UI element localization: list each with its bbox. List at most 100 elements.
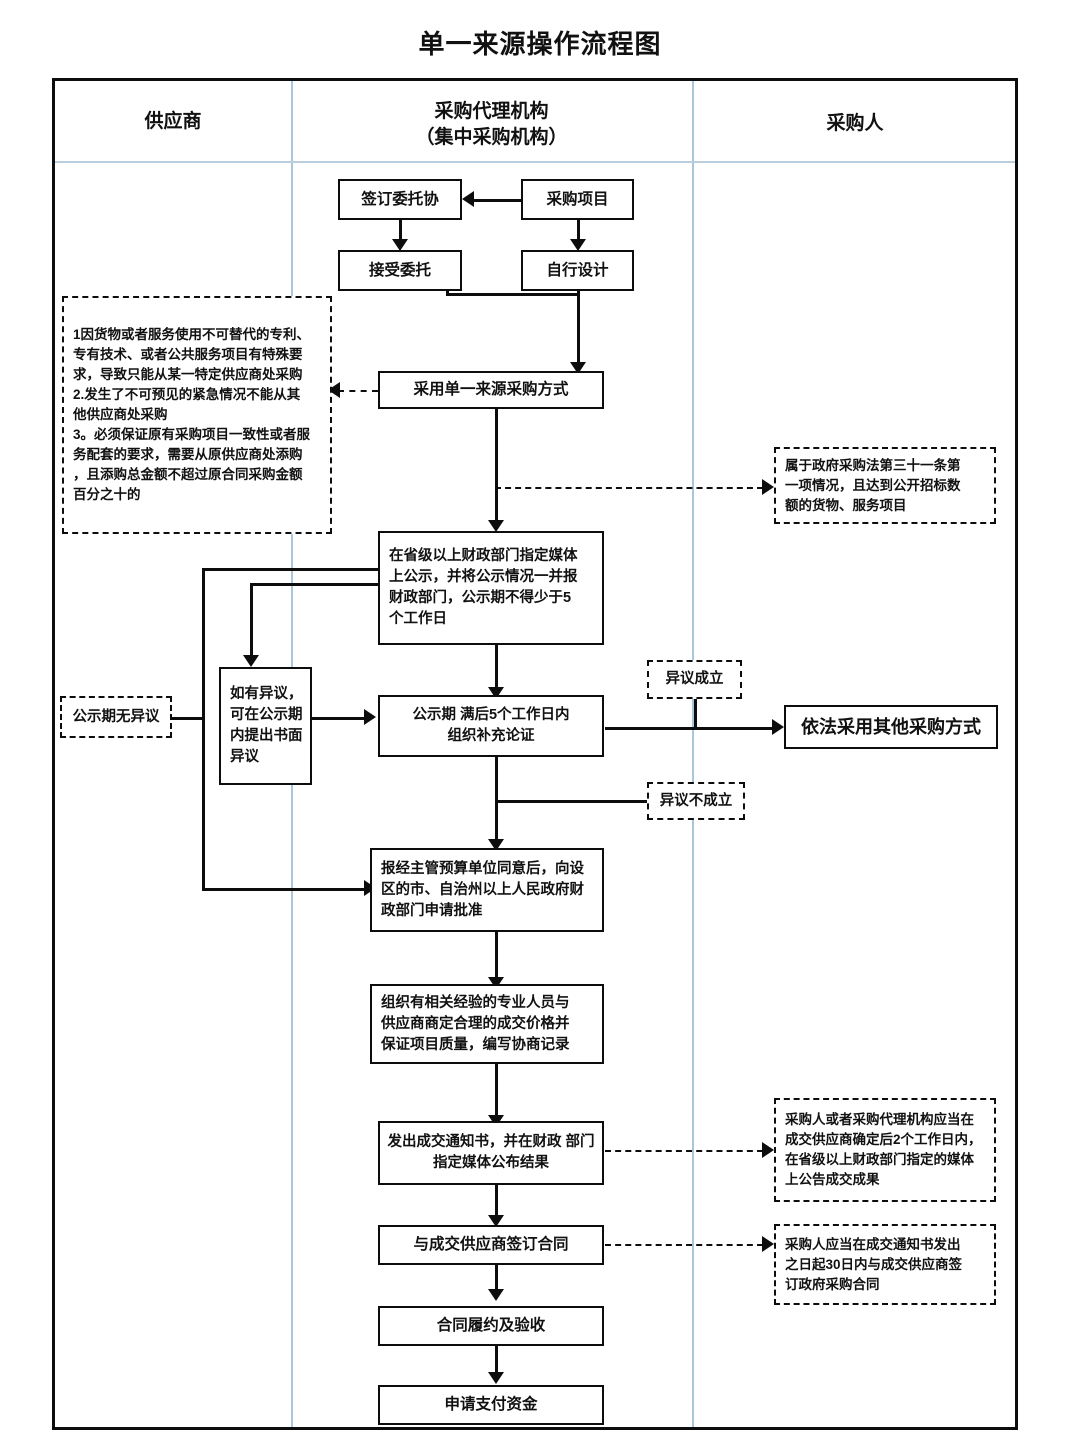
conn-publicity-loop-v (250, 583, 253, 661)
annotation-no-objection: 公示期无异议 (60, 696, 172, 738)
page-title: 单一来源操作流程图 (418, 29, 662, 59)
conn-left-trunk-top (202, 568, 378, 571)
conn-single-source-to-conditions (338, 390, 378, 392)
node-apply-approval[interactable]: 报经主管预算单位同意后，向设 区的市、自治州以上人民政府财 政部门申请批准 (370, 848, 604, 932)
arrowhead-to-other-method (772, 719, 784, 735)
node-supplement-demonstration[interactable]: 公示期 满后5个工作日内 组织补充论证 (378, 695, 604, 757)
arrowhead-contract-to-30days (762, 1236, 774, 1252)
conn-single-source-down (495, 407, 498, 526)
arrowhead-project-to-sign (462, 191, 474, 207)
lane-title-supplier: 供应商 (55, 109, 291, 135)
announce-line-2: 成交供应商确定后2个工作日内， (785, 1132, 982, 1147)
node-sign-contract[interactable]: 与成交供应商签订合同 (378, 1225, 604, 1265)
conn-left-trunk-bottom (202, 888, 366, 891)
annotation-conditions: 1因货物或者服务使用不可替代的专利、 专有技术、或者公共服务项目有特殊要 求，导… (62, 296, 332, 534)
objection-line-2: 可在公示期 (230, 707, 303, 723)
arrowhead-contract-down (488, 1289, 504, 1301)
annotation-law-article-31: 属于政府采购法第三十一条第 一项情况，且达到公开招标数 额的货物、服务项目 (774, 447, 996, 524)
objection-line-3: 内提出书面 (230, 728, 303, 744)
negotiate-line-3: 保证项目质量，编写协商记录 (381, 1036, 570, 1053)
node-objection-window[interactable]: 如有异议， 可在公示期 内提出书面 异议 (219, 667, 312, 785)
sign30-line-2: 之日起30日内与成交供应商签 (785, 1256, 963, 1272)
lane-label-purchaser: 采购人 (826, 113, 884, 134)
objection-line-1: 如有异议， (230, 686, 303, 702)
conn-supplement-to-other (605, 727, 777, 730)
annotation-announce-result: 采购人或者采购代理机构应当在 成交供应商确定后2个工作日内， 在省级以上财政部门… (774, 1098, 996, 1202)
node-issue-notice[interactable]: 发出成交通知书，并在财政 部门 指定媒体公布结果 (378, 1121, 604, 1185)
arrowhead-to-publicity (488, 520, 504, 532)
conditions-line-2: 专有技术、或者公共服务项目有特殊要 (73, 347, 303, 362)
arrowhead-sign-to-accept (392, 239, 408, 251)
lane-label-supplier: 供应商 (144, 111, 202, 132)
arrowhead-publicity-to-objection (243, 655, 259, 667)
arrowhead-notice-to-announce (762, 1142, 774, 1158)
conn-approval-down (495, 931, 498, 983)
node-apply-payment[interactable]: 申请支付资金 (378, 1385, 604, 1425)
conn-left-trunk (202, 568, 205, 890)
supplement-line-1: 公示期 满后5个工作日内 (412, 707, 570, 723)
conn-publicity-loop-h (250, 583, 378, 586)
conditions-line-4: 2.发生了不可预见的紧急情况不能从其 (73, 387, 301, 402)
conn-negotiate-down (495, 1063, 498, 1121)
publicity-line-3: 财政部门，公示期不得少于5 (389, 590, 572, 606)
arrowhead-project-to-design (570, 239, 586, 251)
negotiate-line-1: 组织有相关经验的专业人员与 (381, 994, 570, 1011)
conn-merge-horizontal (446, 293, 579, 296)
annotation-objection-invalid: 异议不成立 (647, 782, 745, 820)
law-article-line-3: 额的货物、服务项目 (785, 497, 907, 513)
node-sign-entrust[interactable]: 签订委托协 (338, 179, 462, 220)
lane-label-agency-line1: 采购代理机构 (434, 101, 549, 122)
conditions-line-3: 求，导致只能从某一特定供应商处采购 (73, 367, 303, 382)
lane-title-purchaser: 采购人 (692, 111, 1018, 137)
conditions-line-6: 3。必须保证原有采购项目一致性或者服 (73, 427, 311, 442)
conditions-line-1: 1因货物或者服务使用不可替代的专利、 (73, 327, 311, 342)
node-other-procurement-method[interactable]: 依法采用其他采购方式 (784, 705, 998, 749)
header-rule (55, 161, 1015, 163)
publicity-line-2: 上公示，并将公示情况一并报 (389, 569, 578, 585)
node-single-source-mode[interactable]: 采用单一来源采购方式 (378, 371, 604, 409)
conn-notice-down (495, 1185, 498, 1221)
conn-to-law-article (495, 487, 763, 489)
approval-line-2: 区的市、自治州以上人民政府财 (381, 881, 584, 898)
supplement-line-2: 组织补充论证 (447, 728, 535, 744)
conditions-line-8: ，且添购总金额不超过原合同采购金额 (73, 467, 303, 482)
conditions-line-7: 务配套的要求，需要从原供应商处添购 (73, 447, 303, 462)
annotation-sign-within-30-days: 采购人应当在成交通知书发出 之日起30日内与成交供应商签 订政府采购合同 (774, 1224, 996, 1305)
conn-design-down (577, 291, 580, 369)
law-article-line-1: 属于政府采购法第三十一条第 (785, 457, 961, 473)
conn-to-objection-invalid (495, 800, 647, 803)
lane-divider-2 (692, 81, 694, 1427)
conn-objection-to-supplement (312, 717, 366, 720)
law-article-line-2: 一项情况，且达到公开招标数 (785, 477, 961, 493)
arrowhead-perform-down (488, 1372, 504, 1384)
arrowhead-notice-down (488, 1215, 504, 1227)
annotation-objection-valid: 异议成立 (647, 660, 742, 699)
lane-title-agency: 采购代理机构 （集中采购机构） (291, 99, 692, 151)
node-contract-performance[interactable]: 合同履约及验收 (378, 1306, 604, 1346)
conn-contract-to-30days (605, 1244, 763, 1246)
conn-contract-down (495, 1265, 498, 1295)
node-accept-entrust[interactable]: 接受委托 (338, 250, 462, 291)
conn-notice-to-announce (605, 1150, 763, 1152)
approval-line-3: 政部门申请批准 (381, 902, 483, 919)
notice-line-1: 发出成交通知书，并在财政 部门 (387, 1134, 595, 1150)
announce-line-1: 采购人或者采购代理机构应当在 (785, 1112, 974, 1127)
negotiate-line-2: 供应商商定合理的成交价格并 (381, 1015, 570, 1032)
conn-sign-to-accept (399, 219, 402, 247)
node-procure-project[interactable]: 采购项目 (521, 179, 634, 220)
announce-line-4: 上公告成交成果 (785, 1172, 880, 1187)
conn-objection-valid-drop (694, 698, 697, 728)
sign30-line-1: 采购人应当在成交通知书发出 (785, 1236, 961, 1252)
node-publicity[interactable]: 在省级以上财政部门指定媒体 上公示，并将公示情况一并报 财政部门，公示期不得少于… (378, 531, 604, 645)
notice-line-2: 指定媒体公布结果 (433, 1155, 549, 1171)
publicity-line-1: 在省级以上财政部门指定媒体 (389, 548, 578, 564)
announce-line-3: 在省级以上财政部门指定的媒体 (785, 1152, 974, 1167)
approval-line-1: 报经主管预算单位同意后，向设 (381, 860, 584, 877)
node-self-design[interactable]: 自行设计 (521, 250, 634, 291)
conn-project-to-design (577, 219, 580, 247)
sign30-line-3: 订政府采购合同 (785, 1276, 880, 1292)
node-negotiate-price[interactable]: 组织有相关经验的专业人员与 供应商商定合理的成交价格并 保证项目质量，编写协商记… (370, 984, 604, 1064)
conn-no-objection-h (172, 717, 204, 720)
conditions-line-5: 他供应商处采购 (73, 407, 168, 422)
conn-project-to-sign (474, 199, 534, 202)
